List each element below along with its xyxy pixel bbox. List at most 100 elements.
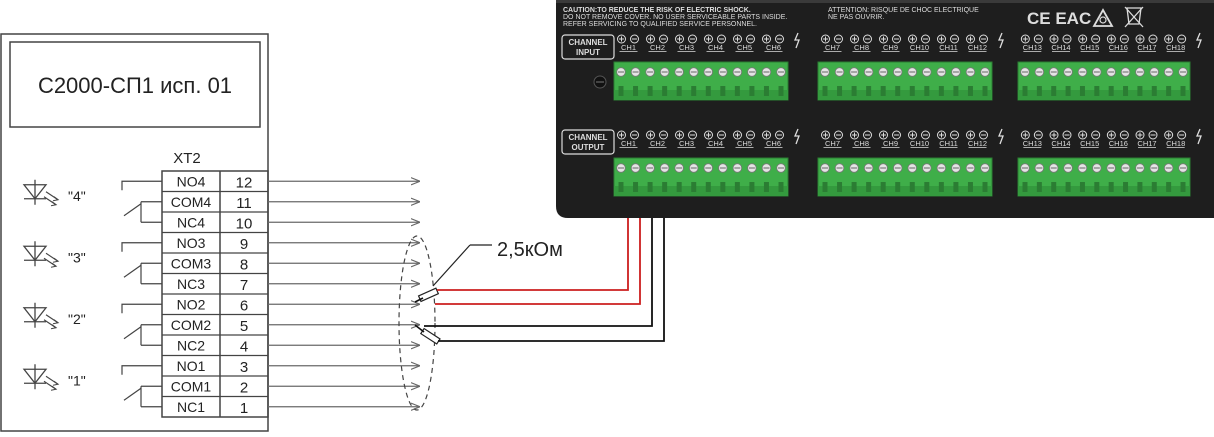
polarity-icon (762, 130, 784, 140)
polarity-icon (733, 130, 755, 140)
terminal-number: 4 (240, 338, 248, 355)
channel-input-label: CHANNEL INPUT (561, 34, 615, 60)
polarity-icon (1078, 34, 1101, 44)
channel-label: CH1 (621, 43, 636, 52)
channel-label: CH5 (737, 43, 752, 52)
channel-output-label: CHANNEL OUTPUT (561, 129, 615, 155)
panel-top-edge (556, 0, 1214, 3)
channel-label: CH15 (1080, 139, 1099, 148)
terminal-label: NO3 (177, 235, 206, 251)
svg-text:INPUT: INPUT (576, 48, 600, 57)
channel-label: CH17 (1137, 139, 1156, 148)
channel-label: CH15 (1080, 43, 1099, 52)
channel-label: CH17 (1137, 43, 1156, 52)
wires (414, 185, 665, 342)
terminal-number: 11 (236, 195, 252, 212)
connector-label: XT2 (173, 150, 201, 167)
terminal-label: NO4 (177, 173, 206, 189)
polarity-icon (821, 130, 843, 140)
cable-bundle-ellipse (398, 235, 436, 411)
wire-black-1 (424, 185, 653, 327)
polarity-icon (1135, 130, 1158, 140)
polarity-icon (1135, 34, 1158, 44)
lightning-icon (794, 128, 800, 145)
svg-text:CHANNEL: CHANNEL (568, 38, 607, 47)
terminal-label: NC2 (177, 337, 205, 353)
channel-label: CH10 (910, 139, 929, 148)
wire-black-2 (438, 185, 665, 342)
caution-line-2: DO NOT REMOVE COVER. NO USER SERVICEABLE… (563, 14, 787, 21)
terminal-label: NO1 (177, 358, 206, 374)
polarity-icon (675, 34, 697, 44)
channel-label: CH6 (766, 43, 781, 52)
polarity-icon (1164, 130, 1187, 140)
led-icon (22, 179, 60, 207)
channel-label: CH4 (708, 139, 723, 148)
channel-label: CH8 (854, 43, 869, 52)
wire-red-2 (435, 185, 641, 305)
channel-label: CH9 (883, 139, 898, 148)
polarity-icon (704, 130, 726, 140)
channel-label: CH18 (1166, 139, 1185, 148)
mounting-screw-icon (593, 75, 607, 89)
terminal-strip (817, 157, 993, 197)
caution-line-1: CAUTION:TO REDUCE THE RISK OF ELECTRIC S… (563, 7, 751, 14)
lightning-icon (998, 32, 1004, 49)
rear-panel: CAUTION:TO REDUCE THE RISK OF ELECTRIC S… (556, 0, 1214, 218)
polarity-icon (1049, 34, 1072, 44)
led-icon (22, 241, 60, 268)
relay-symbols: "4""3""2""1" (22, 179, 162, 408)
polarity-icon (937, 130, 959, 140)
polarity-icon (733, 34, 755, 44)
terminal-strip (1017, 61, 1191, 101)
terminal-number: 12 (236, 174, 253, 191)
terminal-number: 9 (240, 236, 248, 253)
terminal-number: 6 (240, 297, 248, 314)
led-icon (22, 364, 60, 391)
channel-label: CH18 (1166, 43, 1185, 52)
polarity-icon (1078, 130, 1101, 140)
channel-label: CH2 (650, 43, 665, 52)
wire-red-1 (437, 185, 629, 291)
terminal-label: NC1 (177, 399, 205, 415)
terminal-number: 3 (240, 359, 248, 376)
channel-label: CH6 (766, 139, 781, 148)
channel-label: CH13 (1023, 139, 1042, 148)
channel-label: CH11 (939, 43, 958, 52)
channel-label: CH3 (679, 139, 694, 148)
led-icon (22, 302, 60, 330)
relay-contact (121, 242, 162, 285)
channel-label: CH8 (854, 139, 869, 148)
channel-label: CH2 (650, 139, 665, 148)
terminal-number: 8 (240, 256, 248, 273)
resistor-1 (417, 287, 440, 303)
polarity-icon (908, 130, 930, 140)
channel-label: CH11 (939, 139, 958, 148)
caution-line-3: REFER SERVICING TO QUALIFIED SERVICE PER… (563, 21, 757, 28)
channel-label: CH12 (968, 43, 987, 52)
polarity-icon (821, 34, 843, 44)
polarity-icon (850, 34, 872, 44)
terminal-number: 5 (240, 318, 248, 335)
resistor-label: 2,5кОм (497, 239, 563, 261)
triangle-cert-icon (1092, 8, 1114, 27)
terminal-label: COM4 (171, 194, 212, 210)
terminal-number: 2 (240, 379, 248, 396)
polarity-icon (1020, 130, 1043, 140)
lightning-icon (1196, 32, 1202, 49)
polarity-icon (1106, 34, 1129, 44)
channel-label: CH9 (883, 43, 898, 52)
channel-label: CH13 (1023, 43, 1042, 52)
channel-label: CH4 (708, 43, 723, 52)
output-lines (268, 181, 420, 407)
device-title-box (9, 41, 261, 128)
polarity-icon (1049, 130, 1072, 140)
terminal-number: 7 (240, 277, 248, 294)
polarity-icon (762, 34, 784, 44)
channel-label: CH1 (621, 139, 636, 148)
polarity-icon (1106, 130, 1129, 140)
relay-contact (121, 180, 162, 223)
svg-text:OUTPUT: OUTPUT (572, 143, 605, 152)
relay-label: "4" (68, 188, 86, 204)
